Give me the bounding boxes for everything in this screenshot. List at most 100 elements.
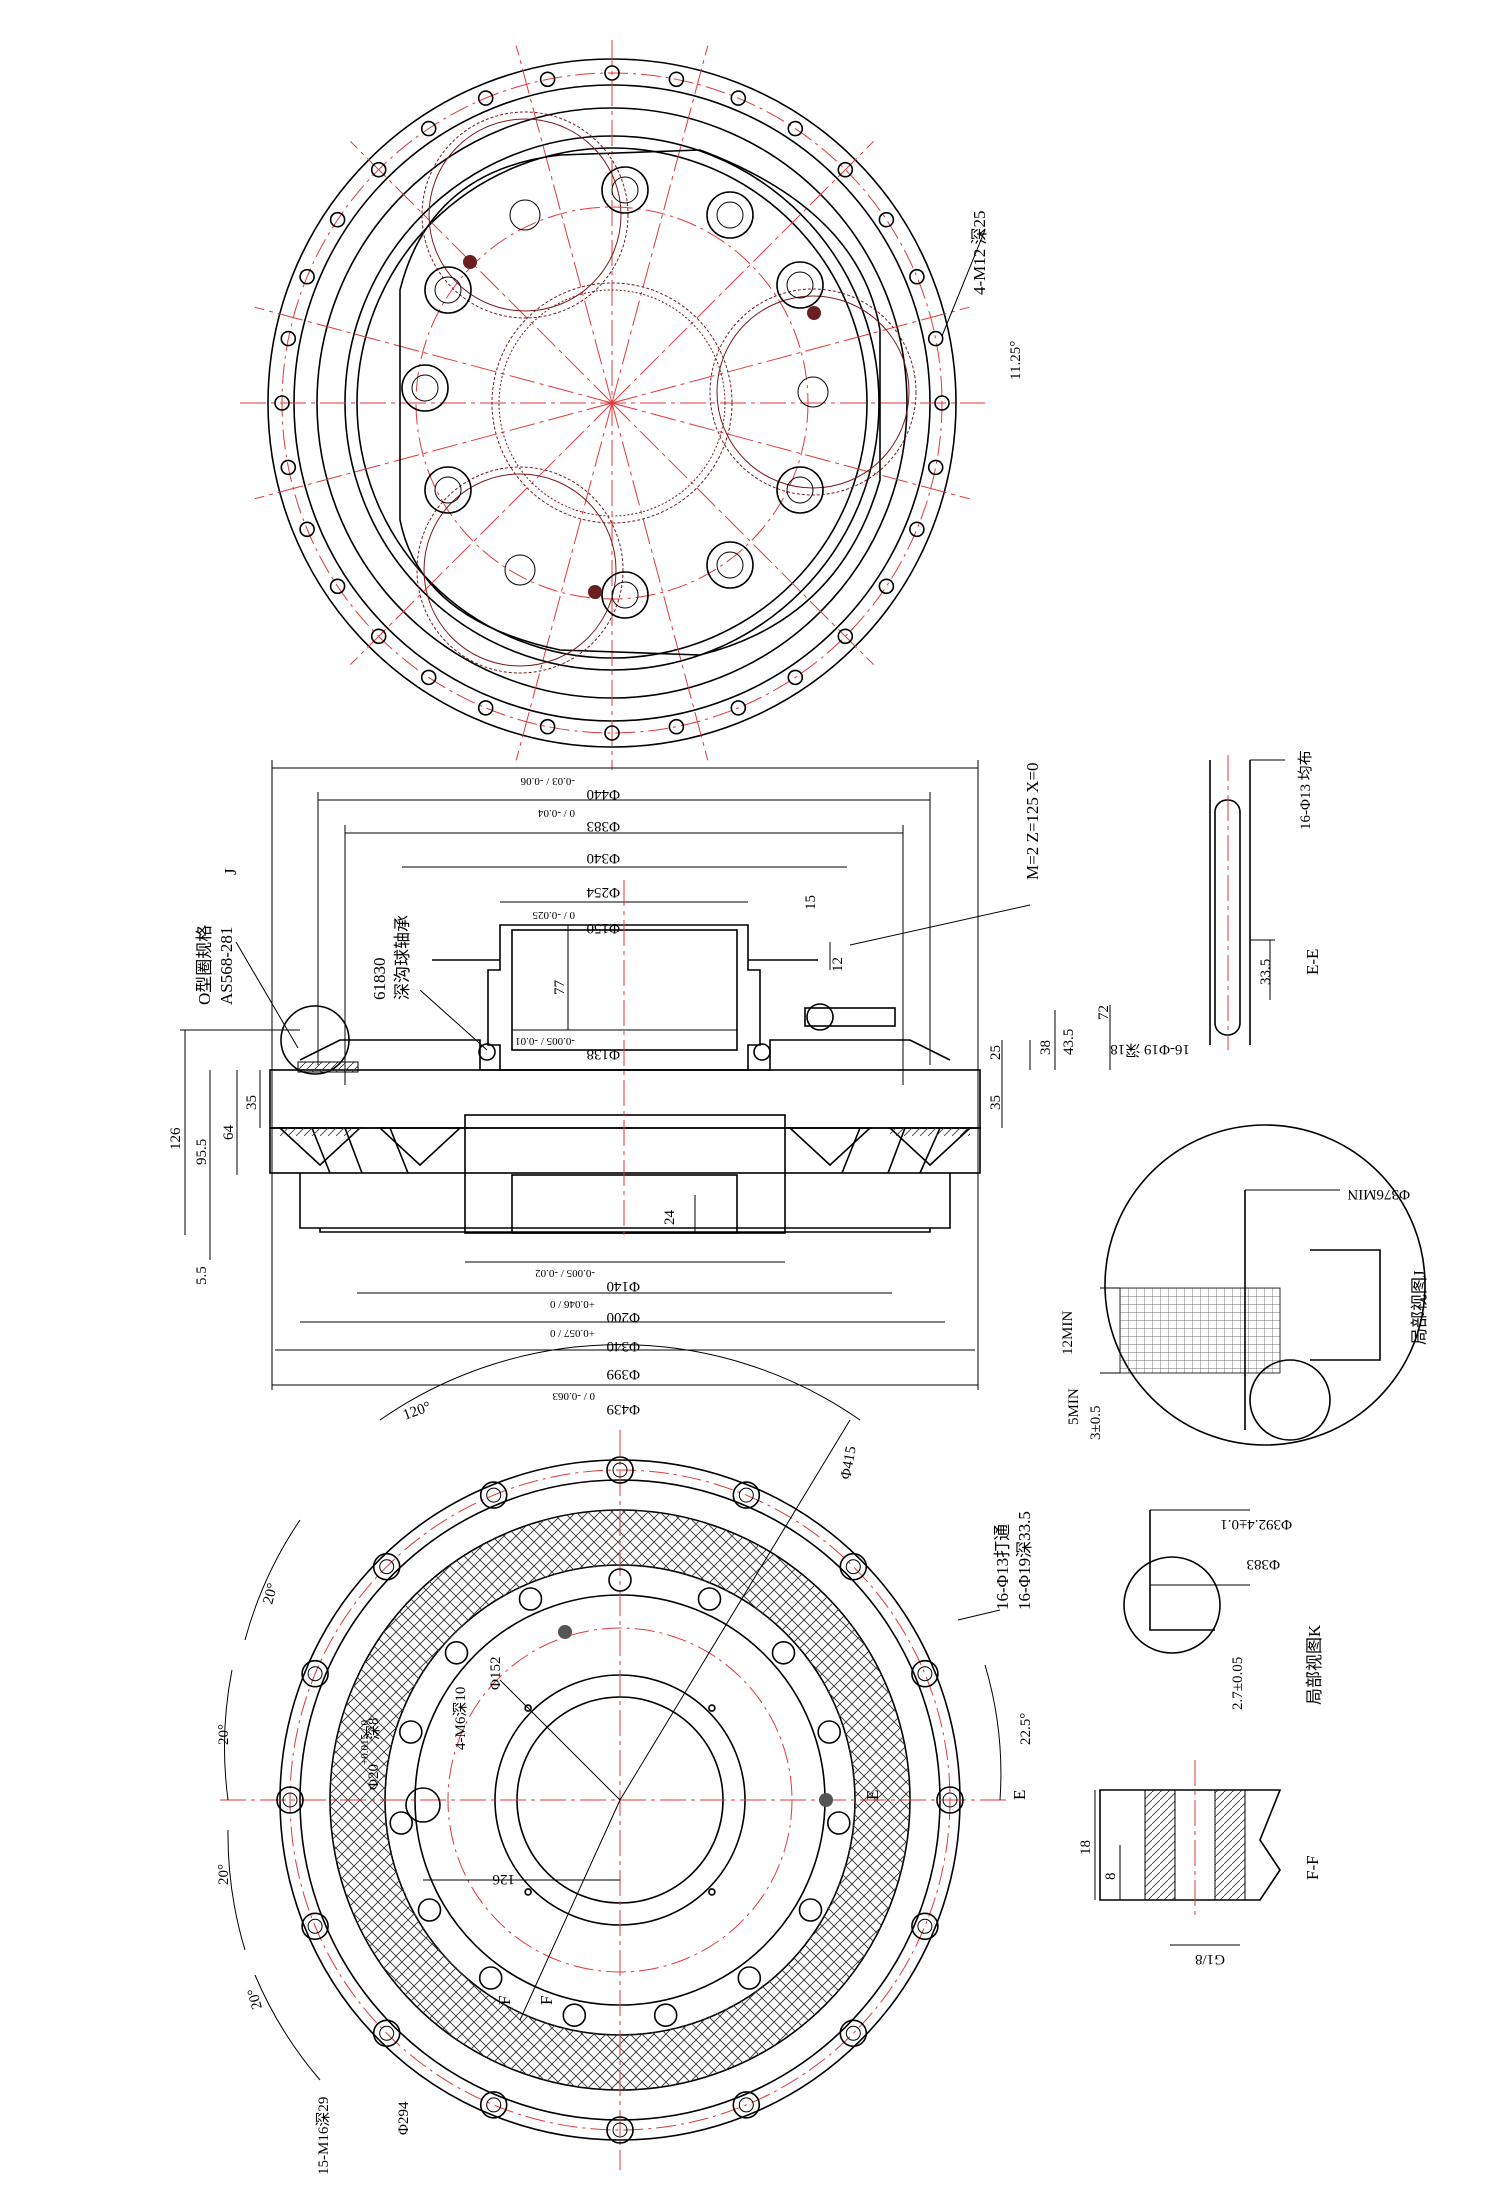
m16-hole <box>817 1720 842 1744</box>
bolt-hole <box>909 521 925 538</box>
dim-h25: 25 <box>988 1045 1004 1060</box>
holes-note-1: 16-Φ13打通 <box>993 1524 1012 1610</box>
outer-bolt-hole <box>606 2116 634 2144</box>
outer-bolt-hole-inner <box>917 1918 933 1934</box>
bolt-hole <box>477 700 494 716</box>
centerline <box>611 45 709 404</box>
dim-d152: Φ152 <box>488 1657 504 1690</box>
outer-bolt-hole <box>732 2091 761 2119</box>
bolt-hole <box>604 65 620 81</box>
detail-k-d2: Φ383 <box>1247 1556 1280 1572</box>
dim-h72: 72 <box>1096 1005 1112 1020</box>
m16-note: 15-M16深29 <box>315 2097 332 2175</box>
bolt-hole <box>604 725 620 741</box>
m16-hole <box>697 1587 722 1611</box>
outer-bolt-hole <box>372 2019 401 2048</box>
outer-bolt-hole <box>936 1786 964 1814</box>
ff-view: 18 8 G1/8 F-F <box>1078 1760 1322 1967</box>
angle-20a: 20° <box>260 1582 281 1606</box>
ee-bottom-note: 16-Φ19 深18 <box>1110 1041 1190 1058</box>
dim-h43-5: 43.5 <box>1061 1029 1077 1055</box>
bolt-hole <box>787 669 804 686</box>
bolt-hole <box>730 700 747 716</box>
detail-j-diameter: Φ376MIN <box>1347 1186 1410 1202</box>
dim-d439-tol: 0 / -0.063 <box>552 1390 595 1402</box>
outer-bolt-hole <box>606 1456 634 1484</box>
m16-hole <box>653 2003 678 2027</box>
bolt-note: 4-M12 深25 <box>970 210 989 295</box>
dim-h35-right: 35 <box>988 1095 1004 1110</box>
detail-marker-j: J <box>221 868 240 875</box>
bearing-name: 深沟球轴承 <box>393 915 412 1000</box>
centerline <box>611 402 709 761</box>
bottom-view-inner-holes <box>389 1568 851 2027</box>
dim-h12: 12 <box>830 957 846 972</box>
bolt-hole <box>934 395 950 411</box>
dim-d383-tol: 0 / -0.04 <box>538 807 575 819</box>
detail-j-5min: 5MIN <box>1066 1388 1082 1425</box>
dim-d140-tol: -0.005 / -0.02 <box>535 1267 595 1279</box>
ee-view: 16-Φ13 均布 33.5 16-Φ19 深18 E-E <box>1110 750 1322 1058</box>
outer-bolt-hole-inner <box>738 1487 754 1503</box>
dim-d294: Φ294 <box>396 2101 412 2135</box>
holes-note-2: 16-Φ19深33.5 <box>1015 1511 1034 1610</box>
m6-note: 4-M6深10 <box>452 1687 469 1750</box>
outer-bolt-hole <box>276 1786 304 1814</box>
bolt-hole <box>280 330 297 347</box>
outer-bolt-hole <box>839 1552 868 1581</box>
detail-k-t: 2.7±0.05 <box>1230 1657 1246 1710</box>
dim-d439: Φ439 <box>607 1401 640 1417</box>
m16-hole <box>737 1966 762 1990</box>
bolt-hole <box>370 161 387 178</box>
section-mark-f-left: F <box>495 1996 514 2005</box>
pin-dia: Φ20 <box>366 1764 382 1790</box>
outer-bolt-hole-inner <box>845 1559 861 1575</box>
bolt-hole <box>299 521 315 538</box>
detail-k-d1: Φ392.4±0.1 <box>1220 1516 1292 1532</box>
m16-hole <box>389 1811 414 1835</box>
dim-h64: 64 <box>221 1125 237 1141</box>
dim-h35-left: 35 <box>244 1095 260 1110</box>
dim-d138: Φ138 <box>587 1046 620 1062</box>
oring-note: O型圈规格 <box>195 925 214 1005</box>
top-view-centerlines <box>254 45 970 761</box>
pin-depth: 深8 <box>365 1717 382 1740</box>
outer-bolt-hole <box>301 1659 329 1688</box>
outer-bolt-hole-inner <box>282 1792 298 1808</box>
angle-20b: 20° <box>216 1724 232 1745</box>
bolt-hole <box>909 268 925 285</box>
bolt-hole <box>329 578 346 595</box>
dim-d200: Φ200 <box>607 1309 640 1325</box>
outer-bolt-hole <box>301 1912 329 1941</box>
outer-bolt-hole-inner <box>612 1462 628 1478</box>
bolt-hole <box>927 330 944 347</box>
m16-hole <box>518 1587 543 1611</box>
bolt-hole <box>837 628 854 645</box>
ff-thread: G1/8 <box>1195 1951 1225 1967</box>
dim-h15: 15 <box>803 895 819 910</box>
outer-bolt-hole-inner <box>379 2025 395 2041</box>
m16-hole <box>417 1898 442 1922</box>
dim-d415: Φ415 <box>838 1445 860 1481</box>
dim-d140: Φ140 <box>607 1278 640 1294</box>
pin-tol: +0.015 / 0 <box>359 1719 371 1765</box>
dim-d138-tol: -0.005 / -0.01 <box>515 1035 575 1047</box>
angle-22-5: 22.5° <box>1018 1713 1034 1745</box>
outer-bolt-hole-inner <box>307 1666 323 1682</box>
section-mark-e-right: E <box>1010 1790 1029 1800</box>
dim-d254: Φ254 <box>586 884 620 900</box>
ee-depth: 33.5 <box>1258 959 1274 985</box>
section-view: Φ440 -0.03 / -0.06 Φ383 0 / -0.04 Φ340 Φ… <box>168 760 1112 1417</box>
dim-d200-tol: +0.046 / 0 <box>549 1298 595 1310</box>
bolt-hole <box>927 459 944 476</box>
m16-hole <box>771 1641 796 1665</box>
bolt-hole <box>878 578 895 595</box>
centerline <box>611 402 874 665</box>
bolt-hole <box>274 395 290 411</box>
bolt-hole <box>878 211 895 228</box>
dim-d440-tol: -0.03 / -0.06 <box>520 775 575 787</box>
bolt-hole <box>787 120 804 137</box>
dim-d150: Φ150 <box>587 920 620 936</box>
bolt-hole <box>837 161 854 178</box>
